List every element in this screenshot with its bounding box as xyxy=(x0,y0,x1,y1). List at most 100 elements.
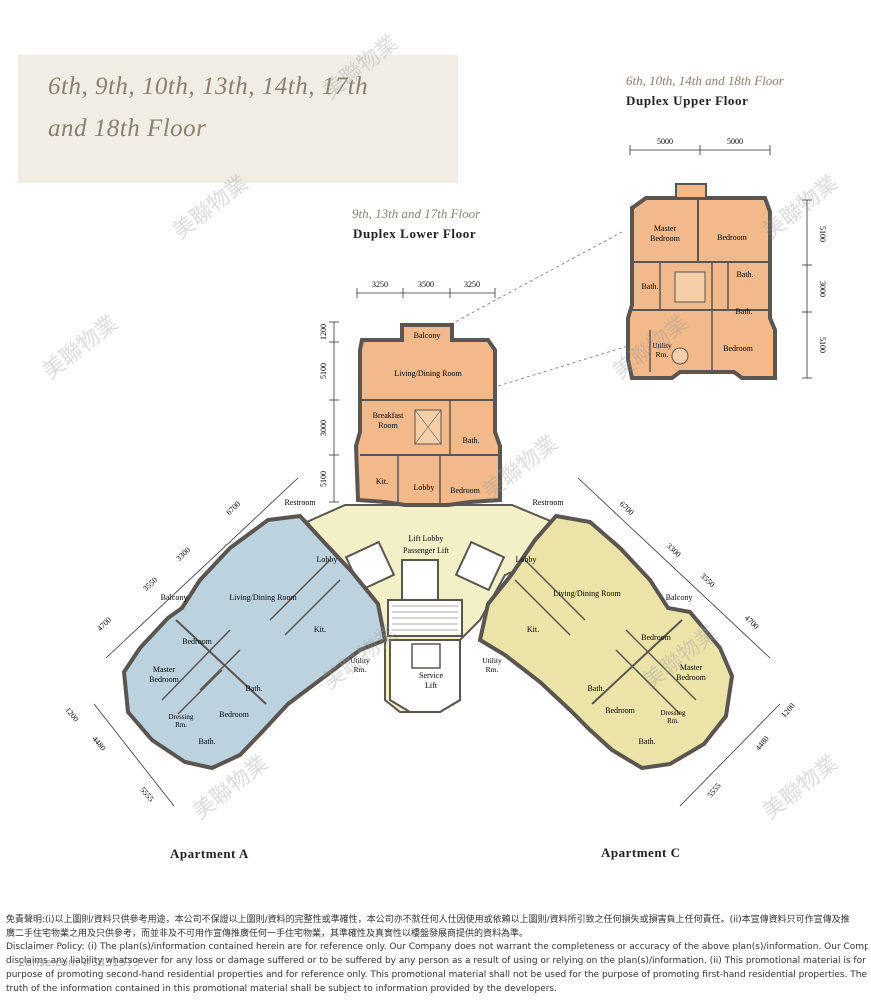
core-utility-left-l2: Rm. xyxy=(354,665,367,674)
apt-a-master-l1: Master xyxy=(153,665,176,674)
apt-a-dressing-l1: Dressing xyxy=(169,713,194,721)
upper-floor-list: 6th, 10th, 14th and 18th Floor xyxy=(626,73,784,88)
apartment-a-unit xyxy=(121,513,388,771)
lower-floor-name: Duplex Lower Floor xyxy=(353,226,477,241)
core-restroom-right: Restroom xyxy=(532,498,564,507)
apt-c-bath-2: Bath. xyxy=(638,737,655,746)
core-utility-right-l1: Utility xyxy=(482,656,502,665)
connector-line-2 xyxy=(497,345,629,387)
apt-c-master-l2: Bedroom xyxy=(676,673,707,682)
upper-bath-1: Bath. xyxy=(641,282,658,291)
core xyxy=(298,504,562,713)
lower-dim-side-4: 5100 xyxy=(319,471,328,487)
lower-breakfast-l1: Breakfast xyxy=(373,411,404,420)
apt-a-bedroom-1: Bedroom xyxy=(182,637,213,646)
apt-a-dim-7: 5555 xyxy=(138,785,155,803)
apt-a-dressing-l2: Rm. xyxy=(175,721,187,729)
apt-a-dim-1: 6700 xyxy=(224,499,242,516)
lower-dim-side-3: 3000 xyxy=(319,420,328,436)
upper-bedroom-2: Bedroom xyxy=(723,344,754,353)
service-lift-shaft xyxy=(411,643,441,669)
upper-utility-l2: Rm. xyxy=(656,350,669,359)
core-service-lift-l1: Service xyxy=(419,671,443,680)
upper-floor-unit xyxy=(626,183,777,380)
upper-dim-side-2: 3000 xyxy=(818,281,827,297)
apt-c-dim-1: 6700 xyxy=(618,499,636,516)
upper-dim-top-2: 5000 xyxy=(727,137,743,146)
apt-a-balcony: Balcony xyxy=(161,593,188,602)
lower-balcony: Balcony xyxy=(414,331,441,340)
apt-a-master-l2: Bedroom xyxy=(149,675,180,684)
apt-a-dim-3: 3550 xyxy=(141,575,159,592)
apt-c-dressing-l2: Rm. xyxy=(667,717,679,725)
watermark-2: 美聯物業 xyxy=(168,171,253,245)
apt-c-bedroom-2: Bedroom xyxy=(605,706,636,715)
core-utility-left-l1: Utility xyxy=(350,656,370,665)
lower-breakfast-l2: Room xyxy=(378,421,398,430)
core-lift-lobby: Lift Lobby xyxy=(409,534,444,543)
disclaimer-line-3: Disclaimer Policy: (i) The plan(s)/infor… xyxy=(6,942,868,953)
apt-a-lobby: Lobby xyxy=(317,555,338,564)
apt-c-dim-2: 3300 xyxy=(665,541,683,558)
apt-c-dim-7: 5555 xyxy=(705,781,722,799)
apt-a-dimension-lines xyxy=(93,477,299,807)
apartment-a-label: Apartment A xyxy=(170,846,249,861)
apt-a-dim-4: 4700 xyxy=(95,615,113,632)
apt-c-living: Living/Dining Room xyxy=(553,589,621,598)
upper-dim-top-1: 5000 xyxy=(657,137,673,146)
apt-a-dim-6: 4480 xyxy=(90,734,107,752)
lower-dim-side-2: 5100 xyxy=(319,363,328,379)
apt-a-kit: Kit. xyxy=(314,625,326,634)
disclaimer-line-4: disclaims any liability whatsoever for a… xyxy=(6,956,868,967)
lower-dim-top-1: 3250 xyxy=(372,280,388,289)
apt-c-master-l1: Master xyxy=(680,663,703,672)
upper-floor-bay xyxy=(675,183,707,199)
lower-dim-top-3: 3250 xyxy=(464,280,480,289)
apt-c-bedroom-1: Bedroom xyxy=(641,633,672,642)
apt-c-kit: Kit. xyxy=(527,625,539,634)
lower-living: Living/Dining Room xyxy=(394,369,462,378)
upper-dimension-lines xyxy=(629,145,812,379)
lower-bath: Bath. xyxy=(462,436,479,445)
watermark-1: 美聯物業 xyxy=(318,31,403,105)
lower-dimension-lines xyxy=(329,288,496,503)
upper-bath-3: Bath. xyxy=(735,307,752,316)
lower-kit: Kit. xyxy=(376,477,388,486)
title-box: 6th, 9th, 10th, 13th, 14th, 17th and 18t… xyxy=(18,55,458,183)
passenger-lift-shaft-1 xyxy=(401,559,439,601)
core-utility-right-l2: Rm. xyxy=(486,665,499,674)
title-line-2: and 18th Floor xyxy=(48,115,207,142)
upper-spiral-stair xyxy=(671,347,689,365)
disclaimer-line-6: truth of the information contained in th… xyxy=(6,983,557,994)
upper-dim-side-1: 5100 xyxy=(818,226,827,242)
disclaimer-line-1: 免責聲明:(i)以上圖則/資料只供參考用途，本公司不保證以上圖則/資料的完整性或… xyxy=(6,915,850,925)
upper-master-bedroom-l2: Bedroom xyxy=(650,234,681,243)
upper-utility-l1: Utility xyxy=(652,341,672,350)
apt-a-dim-2: 3300 xyxy=(174,545,192,562)
upper-stair xyxy=(674,271,706,303)
source-watermark: 28hse.com #3331573 xyxy=(18,956,141,969)
disclaimer-line-2: 廣二手住宅物業之用及只供參考，而並非及不可用作宣傳推廣任何一手住宅物業，其準確性… xyxy=(6,928,529,939)
connector-line-1 xyxy=(439,231,623,331)
disclaimer-line-5: purpose of promoting second-hand residen… xyxy=(6,969,868,980)
lower-dim-side-1: 1200 xyxy=(319,324,328,340)
apt-c-dim-5: 1200 xyxy=(779,701,796,719)
disclaimer: 免責聲明:(i)以上圖則/資料只供參考用途，本公司不保證以上圖則/資料的完整性或… xyxy=(6,914,868,996)
apt-c-lobby: Lobby xyxy=(516,555,537,564)
upper-master-bedroom-l1: Master xyxy=(654,224,677,233)
apt-c-dim-6: 4480 xyxy=(753,734,770,752)
apartment-a-outline xyxy=(121,513,388,771)
upper-bedroom-1: Bedroom xyxy=(717,233,748,242)
apartment-c-label: Apartment C xyxy=(601,845,681,860)
apt-c-dimension-lines xyxy=(577,477,781,807)
lower-lobby: Lobby xyxy=(414,483,435,492)
lower-floor-list: 9th, 13th and 17th Floor xyxy=(352,206,481,221)
lower-dim-top-2: 3500 xyxy=(418,280,434,289)
apt-c-bath-1: Bath. xyxy=(587,684,604,693)
apt-c-dim-4: 4700 xyxy=(743,613,761,630)
apt-c-balcony: Balcony xyxy=(666,593,693,602)
upper-dim-side-3: 5100 xyxy=(818,337,827,353)
apt-c-dim-3: 3550 xyxy=(699,571,717,588)
watermark-9: 美聯物業 xyxy=(758,751,843,825)
